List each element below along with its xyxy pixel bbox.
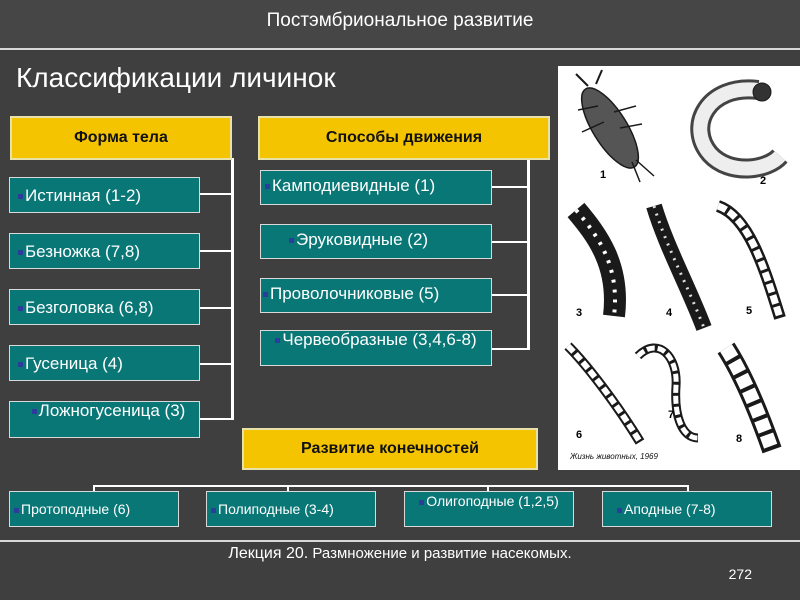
bullet-icon xyxy=(275,338,281,344)
connector-line xyxy=(491,348,528,350)
movement-item: Камподиевидные (1) xyxy=(260,170,492,205)
larva-7-icon xyxy=(634,343,699,443)
category-label: Развитие конечностей xyxy=(301,440,479,457)
movement-item: Эруковидные (2) xyxy=(260,224,492,259)
connector-line xyxy=(93,485,95,492)
header-divider xyxy=(0,48,800,50)
connector-line xyxy=(491,294,528,296)
lecture-number: Лекция 20. xyxy=(228,545,309,562)
figure-label: 8 xyxy=(736,433,742,445)
bullet-icon xyxy=(419,499,425,505)
bullet-icon xyxy=(18,250,23,256)
connector-line xyxy=(527,158,530,350)
movement-item: Проволочниковые (5) xyxy=(260,278,492,313)
limb-item: Аподные (7-8) xyxy=(602,491,772,527)
bullet-icon xyxy=(18,194,23,200)
body-form-item: Истинная (1-2) xyxy=(9,177,200,213)
larva-1-icon xyxy=(575,69,655,183)
category-label: Форма тела xyxy=(74,129,168,146)
connector-line xyxy=(491,241,528,243)
connector-line xyxy=(199,418,232,420)
larvae-illustration: 1 2 3 4 5 6 7 8 xyxy=(558,66,800,470)
header-title: Постэмбриональное развитие xyxy=(266,10,534,31)
larva-4-icon xyxy=(646,203,712,331)
larvae-drawing: 1 2 3 4 5 6 7 8 xyxy=(564,69,788,454)
larva-2-icon xyxy=(690,79,788,179)
body-form-item: Ложногусеница (3) xyxy=(9,401,200,438)
figure-label: 3 xyxy=(576,307,582,319)
connector-line xyxy=(287,485,289,492)
bullet-icon xyxy=(289,238,294,244)
figure-label: 2 xyxy=(760,175,766,187)
connector-line xyxy=(93,485,689,487)
bullet-icon xyxy=(14,507,19,513)
larva-8-icon xyxy=(717,342,782,454)
limb-item: Олигоподные (1,2,5) xyxy=(404,491,574,527)
connector-line xyxy=(231,158,234,420)
page-title: Классификации личинок xyxy=(16,62,336,93)
bullet-icon xyxy=(263,292,268,298)
connector-line xyxy=(199,193,232,195)
limb-item: Протоподные (6) xyxy=(9,491,179,527)
lecture-title: Размножение и развитие насекомых. xyxy=(312,545,572,562)
page-number: 272 xyxy=(728,566,752,582)
connector-line xyxy=(487,485,489,492)
bullet-icon xyxy=(18,362,23,368)
image-caption: Жизнь животных, 1969 xyxy=(570,452,658,461)
bullet-icon xyxy=(265,184,270,190)
connector-line xyxy=(687,485,689,492)
bullet-icon xyxy=(31,409,37,415)
movement-item: Червеобразные (3,4,6-8) xyxy=(260,330,492,366)
connector-line xyxy=(491,186,528,188)
figure-label: 7 xyxy=(668,409,674,421)
bullet-icon xyxy=(211,507,216,513)
limb-item: Полиподные (3-4) xyxy=(206,491,376,527)
category-limbs: Развитие конечностей xyxy=(242,428,538,470)
connector-line xyxy=(199,250,232,252)
category-body-form: Форма тела xyxy=(10,116,232,160)
bullet-icon xyxy=(18,306,23,312)
connector-line xyxy=(199,307,232,309)
footer-text: Лекция 20. Размножение и развитие насеко… xyxy=(0,545,800,563)
body-form-item: Безножка (7,8) xyxy=(9,233,200,269)
figure-label: 6 xyxy=(576,429,582,441)
connector-line xyxy=(199,363,232,365)
larva-3-icon xyxy=(567,202,626,318)
body-form-item: Безголовка (6,8) xyxy=(9,289,200,325)
footer-divider xyxy=(0,540,800,542)
category-label: Способы движения xyxy=(325,129,483,146)
figure-label: 5 xyxy=(746,305,752,317)
bullet-icon xyxy=(617,507,622,513)
header-bar xyxy=(0,0,800,48)
larva-5-icon xyxy=(715,200,786,320)
figure-label: 1 xyxy=(600,169,606,181)
figure-label: 4 xyxy=(666,307,673,319)
larva-6-icon xyxy=(564,342,645,445)
category-movement: Способы движения xyxy=(258,116,550,160)
body-form-item: Гусеница (4) xyxy=(9,345,200,381)
